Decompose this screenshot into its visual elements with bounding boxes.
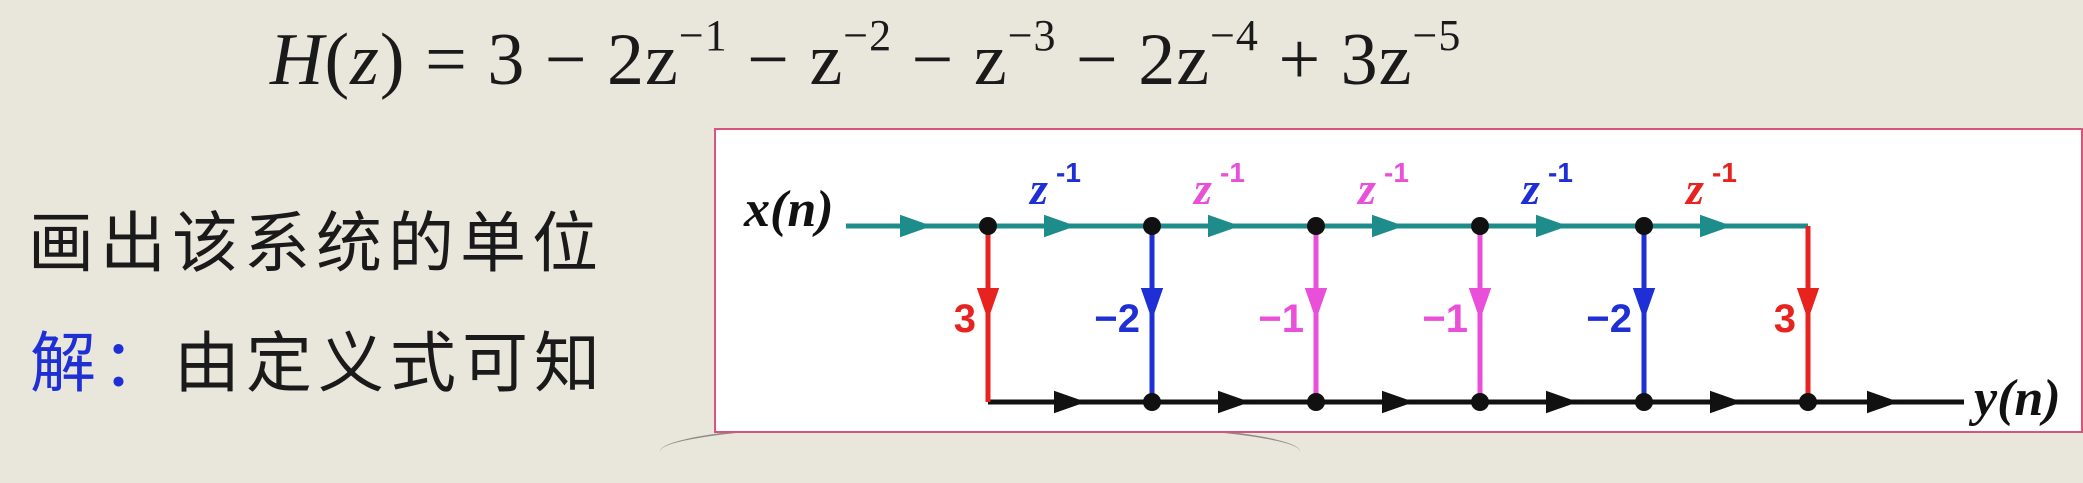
input-label: x(n)	[743, 181, 834, 238]
formula-term: − z	[892, 19, 1008, 101]
sum-arrow	[1867, 390, 1899, 414]
tap-arrow	[1140, 288, 1164, 320]
signal-flow-graph: x(n) y(n) z -1 z -1 z -1 z -1 z -1 3 −2 −1 −1 −2 3	[743, 157, 2061, 427]
delay-label: z	[1356, 163, 1376, 214]
formula-term: + 3z	[1258, 19, 1413, 101]
formula-term: − z	[727, 19, 844, 101]
bottom-node	[1471, 393, 1489, 411]
solution-text: 由定义式可知	[174, 325, 606, 402]
sum-arrow	[1382, 390, 1414, 414]
delay-label: z	[1520, 163, 1540, 214]
top-node	[1307, 217, 1325, 235]
solution-line: 解：由定义式可知	[30, 310, 606, 406]
output-label: y(n)	[1968, 370, 2061, 427]
tap-coefficient: −2	[1094, 297, 1140, 341]
sum-arrow	[1054, 390, 1086, 414]
delay-exponent: -1	[1056, 157, 1081, 188]
delay-label: z	[1028, 163, 1048, 214]
delay-arrow	[1208, 214, 1240, 238]
tap-arrow	[1796, 288, 1820, 320]
sum-arrow	[1218, 390, 1250, 414]
delay-exponent: -1	[1384, 157, 1409, 188]
bottom-node	[1307, 393, 1325, 411]
tap-coefficient: −1	[1422, 297, 1468, 341]
input-arrow	[900, 214, 932, 238]
sum-arrow	[1710, 390, 1742, 414]
formula-lhs: H(z) =	[270, 19, 488, 101]
formula-exponent: −1	[678, 11, 728, 61]
delay-exponent: -1	[1548, 157, 1573, 188]
tap-arrow	[1304, 288, 1328, 320]
delay-label: z	[1192, 163, 1212, 214]
delay-label: z	[1684, 163, 1704, 214]
formula-exponent: −2	[843, 11, 893, 61]
top-node	[979, 217, 997, 235]
delay-exponent: -1	[1220, 157, 1245, 188]
tap-arrow	[1468, 288, 1492, 320]
bottom-node	[1799, 393, 1817, 411]
tap-coefficient: −1	[1258, 297, 1304, 341]
delay-arrow	[1700, 214, 1732, 238]
formula-term: 3	[487, 19, 526, 101]
solution-label: 解：	[30, 325, 174, 402]
formula-exponent: −3	[1007, 11, 1057, 61]
tap-coefficient: −2	[1586, 297, 1632, 341]
top-node	[1635, 217, 1653, 235]
top-node	[1471, 217, 1489, 235]
question-text: 画出该系统的单位	[28, 205, 604, 282]
bottom-node	[1635, 393, 1653, 411]
signal-flow-diagram: x(n) y(n) z -1 z -1 z -1 z -1 z -1 3 −2 −1 −1 −2 3	[714, 128, 2083, 433]
delay-arrow	[1372, 214, 1404, 238]
sum-arrow	[1546, 390, 1578, 414]
tap-coefficient: 3	[954, 297, 976, 341]
delay-arrow	[1044, 214, 1076, 238]
formula-term: − 2z	[1056, 19, 1211, 101]
tap-arrow	[976, 288, 1000, 320]
formula-exponent: −5	[1412, 11, 1462, 61]
tap-arrow	[1632, 288, 1656, 320]
delay-arrow	[1536, 214, 1568, 238]
formula-term: − 2z	[525, 19, 679, 101]
top-node	[1143, 217, 1161, 235]
transfer-function-formula: H(z) = 3 − 2z−1 − z−2 − z−3 − 2z−4 + 3z−…	[270, 11, 1461, 103]
delay-exponent: -1	[1712, 157, 1737, 188]
formula-exponent: −4	[1210, 11, 1259, 61]
bottom-node	[1143, 393, 1161, 411]
tap-coefficient: 3	[1774, 297, 1796, 341]
